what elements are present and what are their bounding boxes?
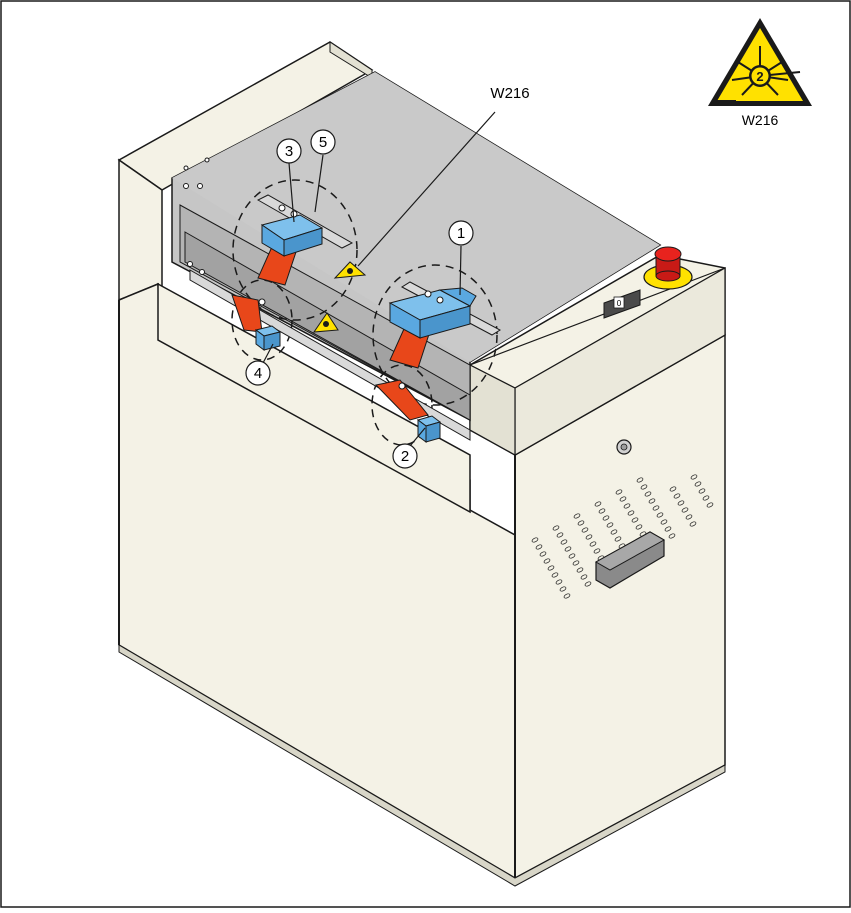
callout-1-number: 1 [457,225,465,242]
callout-5-number: 5 [319,134,327,151]
sign-caption: W216 [742,112,779,128]
lock-icon [617,440,631,454]
callout-2-number: 2 [401,448,409,465]
callout-4-number: 4 [254,365,262,382]
power-switch-mark: 0 [617,299,622,308]
sign-class-digit: 2 [756,69,763,84]
callout-3-number: 3 [285,143,293,160]
warning-label-text: W216 [490,85,529,102]
callout-4: 4 [246,361,270,385]
sensor-4 [256,326,280,350]
sensor-2 [418,416,440,442]
callout-5: 5 [311,130,335,154]
callout-1: 1 [449,221,473,245]
callout-2: 2 [393,444,417,468]
callout-3: 3 [277,139,301,163]
